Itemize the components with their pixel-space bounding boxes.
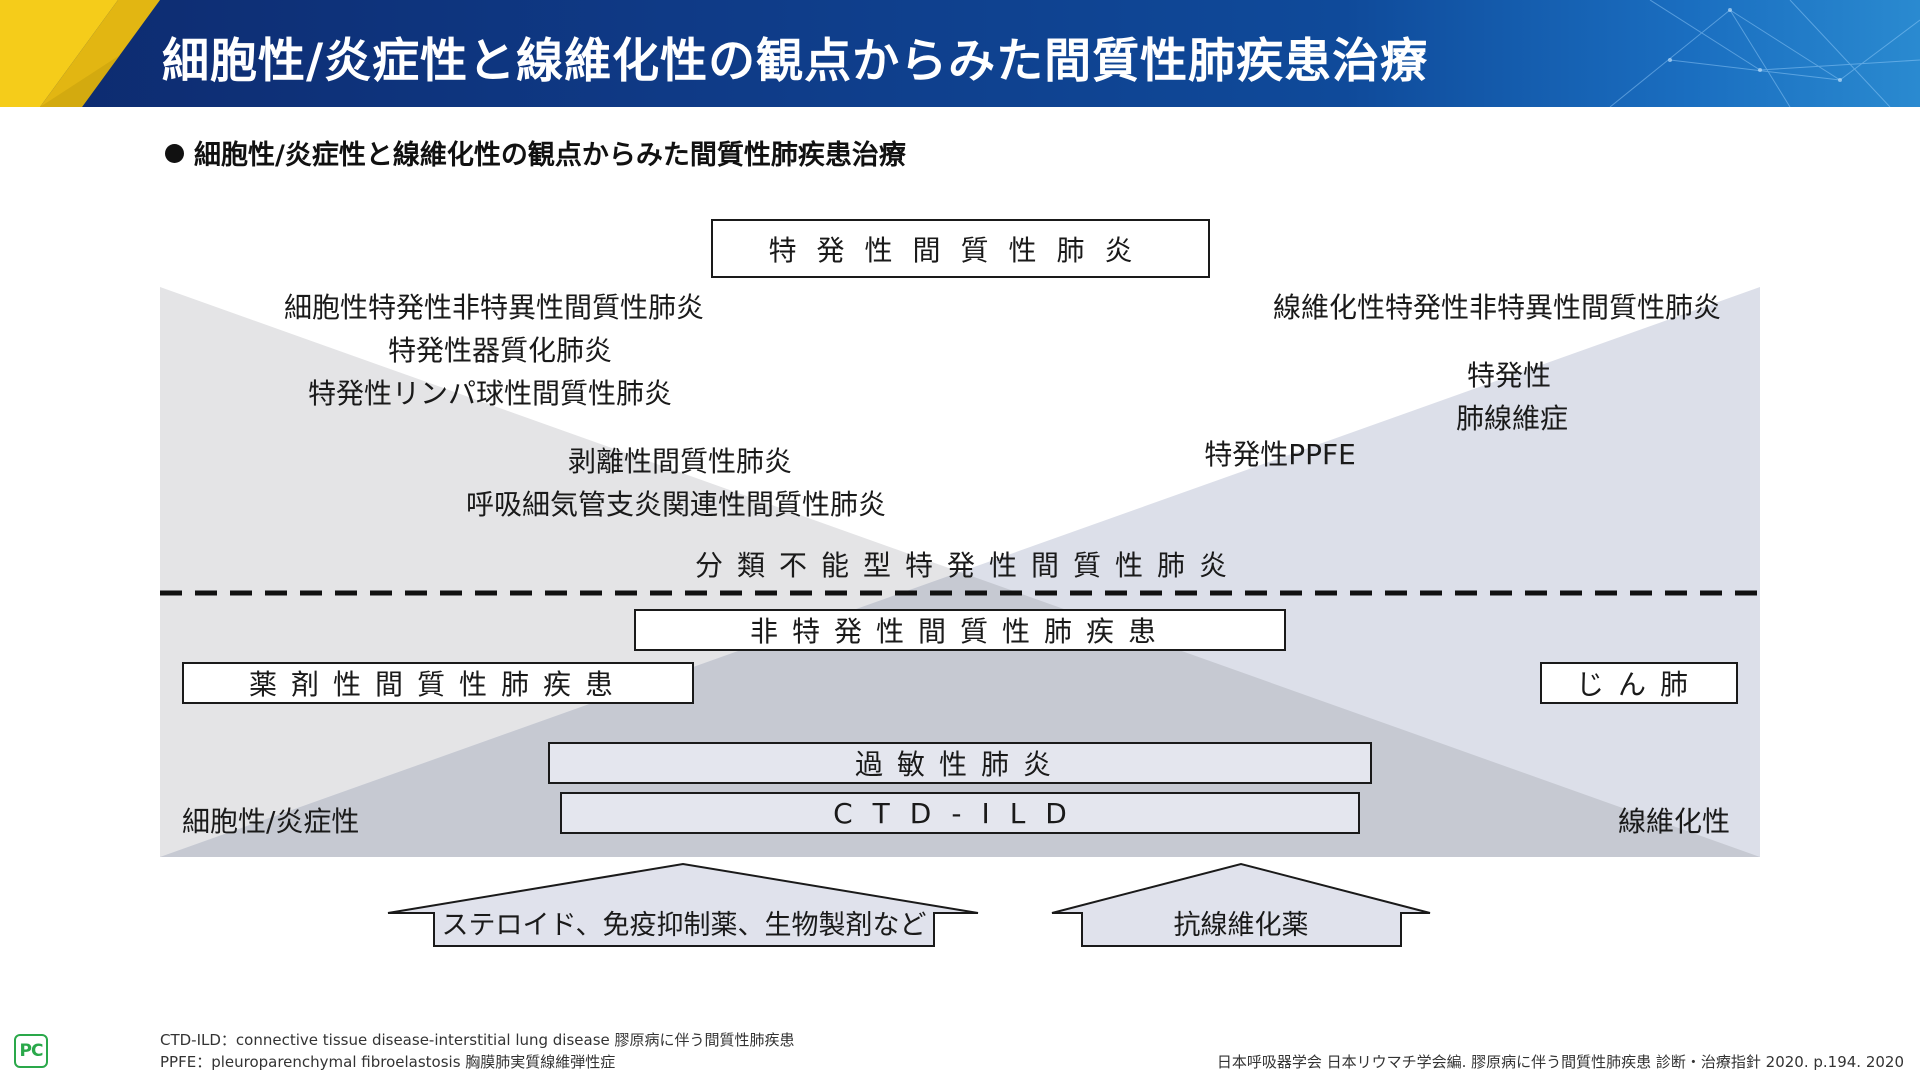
right-item-fibrotic-nsip: 線維化性特発性非特異性間質性肺炎 [1272,291,1722,324]
bullet-icon [165,144,184,163]
hypersensitivity-label: 過敏性肺炎 [854,748,1065,781]
ctd-ild-label: CTD-ILD [833,796,1087,830]
immunosuppressive-therapy-label: ステロイド、免疫抑制薬、生物製剤など [441,910,927,941]
header-banner: 細胞性/炎症性と線維化性の観点からみた間質性肺疾患治療 [0,0,1920,107]
fibrotic-axis-label: 線維化性 [1618,805,1731,838]
ctd-ild-box: CTD-ILD [560,792,1360,834]
pneumoconiosis-label: じん肺 [1575,668,1702,701]
section-heading-text: 細胞性/炎症性と線維化性の観点からみた間質性肺疾患治療 [194,140,906,171]
right-item-idiopathic: 特発性 [1466,359,1552,392]
left-item-cop: 特発性器質化肺炎 [387,334,613,367]
left-item-rb-ild: 呼吸細気管支炎関連性間質性肺炎 [465,488,887,521]
footnote-ppfe: PPFE：pleuroparenchymal fibroelastosis 胸膜… [160,1053,616,1071]
header-accent-shape [0,0,160,107]
left-arrow-shape [387,862,979,947]
left-item-cellular-nsip: 細胞性特発性非特異性間質性肺炎 [283,291,705,324]
top-box-label: 特発性間質性肺炎 [768,233,1153,267]
left-item-lip: 特発性リンパ球性間質性肺炎 [307,377,673,410]
non-idiopathic-ild-box: 非特発性間質性肺疾患 [634,609,1286,651]
cellular-axis-label: 細胞性/炎症性 [182,805,360,838]
logo: PC [14,1034,48,1068]
idiopathic-interstitial-pneumonia-box: 特発性間質性肺炎 [711,219,1210,278]
hypersensitivity-pneumonitis-box: 過敏性肺炎 [548,742,1372,784]
footnote-ctd-ild: CTD-ILD：connective tissue disease-inters… [160,1031,795,1049]
non-idiopathic-label: 非特発性間質性肺疾患 [749,615,1170,648]
unclassifiable-iip-label: 分類不能型特発性間質性肺炎 [694,549,1242,582]
drug-induced-label: 薬剤性間質性肺疾患 [248,668,627,701]
right-item-ppfe: 特発性PPFE [1204,438,1356,471]
drug-induced-ild-box: 薬剤性間質性肺疾患 [182,662,694,704]
citation: 日本呼吸器学会 日本リウマチ学会編. 膠原病に伴う間質性肺疾患 診断・治療指針 … [1216,1053,1904,1071]
left-item-dip: 剥離性間質性肺炎 [567,445,793,478]
page-title: 細胞性/炎症性と線維化性の観点からみた間質性肺疾患治療 [162,34,1429,89]
pneumoconiosis-box: じん肺 [1540,662,1738,704]
section-heading: 細胞性/炎症性と線維化性の観点からみた間質性肺疾患治療 [165,133,906,172]
antifibrotic-therapy-label: 抗線維化薬 [1173,910,1309,941]
header-network-decoration [1609,0,1920,107]
right-arrow-shape [1051,862,1431,947]
right-item-pulmonary-fibrosis: 肺線維症 [1455,402,1569,435]
